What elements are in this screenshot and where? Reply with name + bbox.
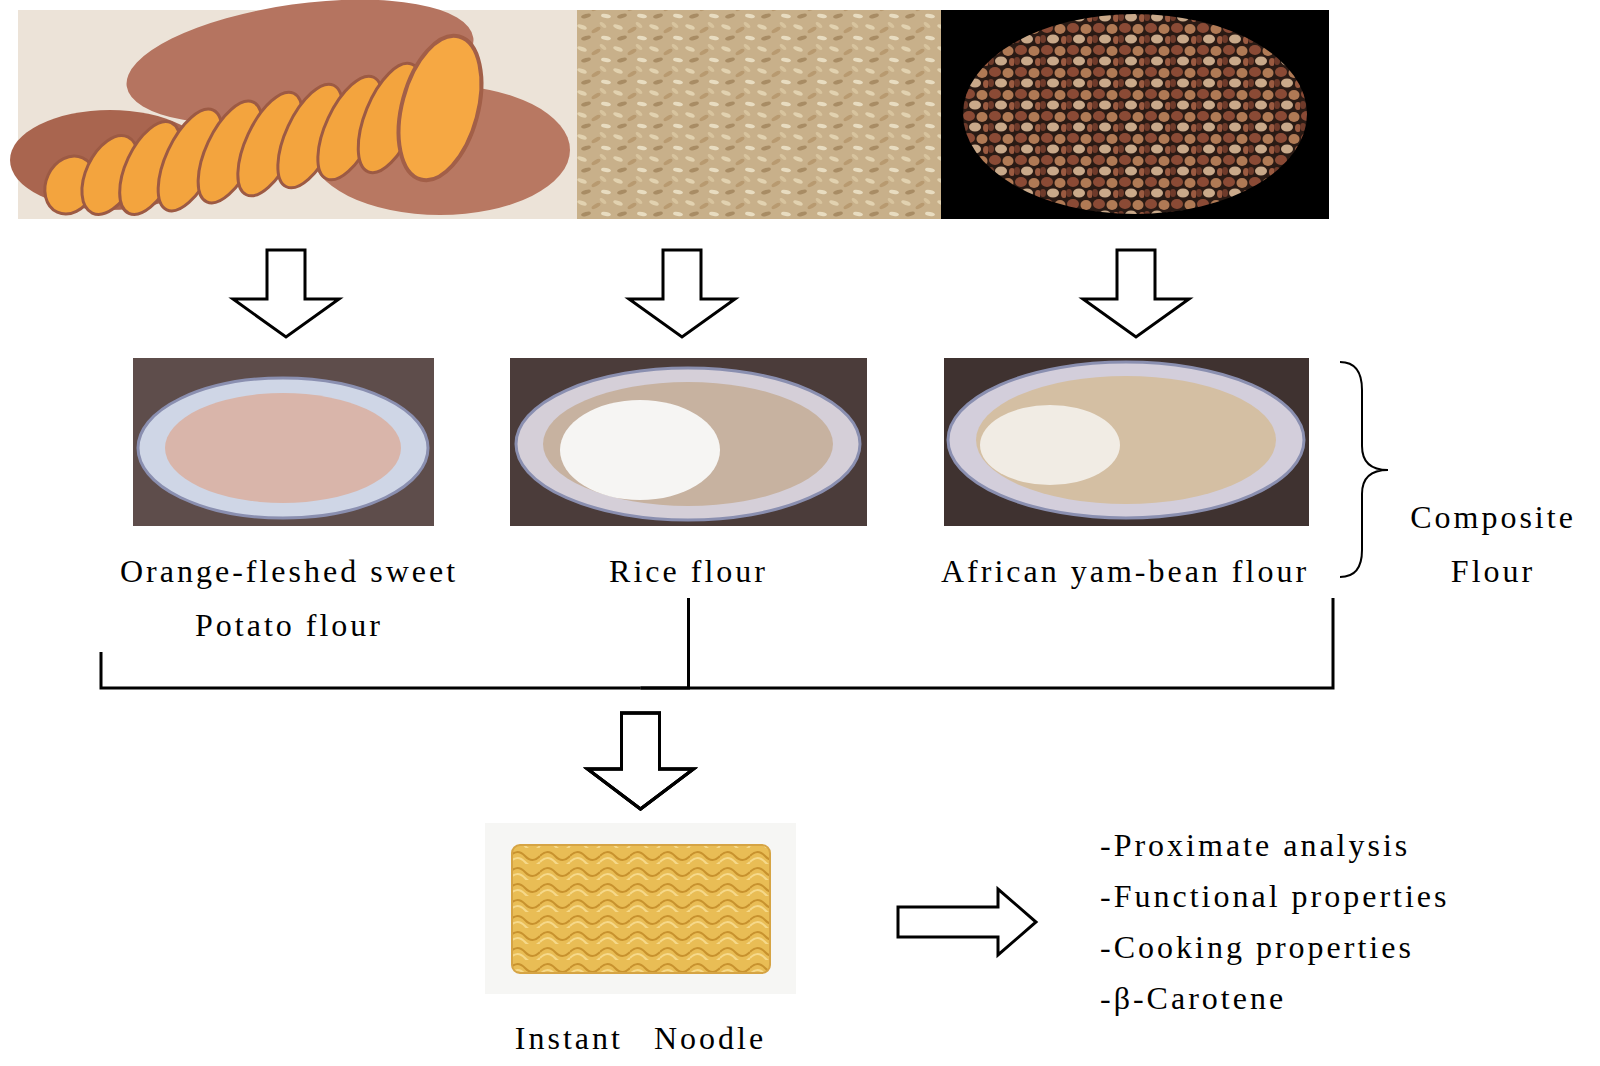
process-arrow: [1083, 250, 1189, 337]
bean-heap: [963, 14, 1307, 214]
group-brace: [1340, 362, 1388, 577]
flour-heap: [980, 405, 1120, 485]
flow-arrow: [101, 652, 694, 809]
photo-ground: [510, 358, 867, 526]
flour-node: Orange-fleshed sweet Potato flour: [99, 358, 479, 652]
yam-bean-flour-photo: [944, 358, 1309, 526]
cut-face: [384, 27, 496, 190]
photo-ground: [485, 823, 796, 994]
analysis-item: -Cooking properties: [1100, 922, 1449, 973]
analysis-item: -β-Carotene: [1100, 973, 1449, 1024]
noodle-block: [512, 845, 770, 973]
process-arrow: [629, 250, 735, 337]
plate: [948, 362, 1304, 518]
node-caption: Instant Noodle: [485, 1018, 796, 1058]
potato-flour-photo: [133, 358, 434, 526]
plate: [516, 368, 860, 520]
noodle-photo: [485, 823, 796, 994]
sweet-potato-photo: [10, 0, 577, 223]
flour-node: African yam-bean flour: [915, 358, 1335, 598]
photo-ground: [941, 10, 1329, 219]
analysis-list: -Proximate analysis-Functional propertie…: [1100, 820, 1449, 1024]
rice-flour-photo: [510, 358, 867, 526]
flow-arrow: [898, 889, 1036, 955]
analysis-item: -Proximate analysis: [1100, 820, 1449, 871]
node-caption: Rice flour: [510, 544, 867, 598]
process-arrow: [233, 250, 339, 337]
product-node: Instant Noodle: [485, 823, 796, 1058]
bean-photo: [941, 10, 1329, 219]
photo-ground: [944, 358, 1309, 526]
flour-heap: [543, 382, 833, 506]
flour-heap: [165, 393, 401, 503]
flour-node: Rice flour: [510, 358, 867, 598]
node-caption: African yam-bean flour: [915, 544, 1335, 598]
analysis-item: -Functional properties: [1100, 871, 1449, 922]
flour-heap: [976, 376, 1276, 504]
plate: [138, 378, 428, 518]
group-label: Composite Flour: [1398, 490, 1588, 598]
photo-ground: [133, 358, 434, 526]
rice-photo: [577, 10, 941, 219]
flow-arrow: [588, 598, 1334, 809]
flow-arrow: [588, 598, 694, 809]
flour-heap: [560, 400, 720, 500]
node-caption: Orange-fleshed sweet Potato flour: [99, 544, 479, 652]
